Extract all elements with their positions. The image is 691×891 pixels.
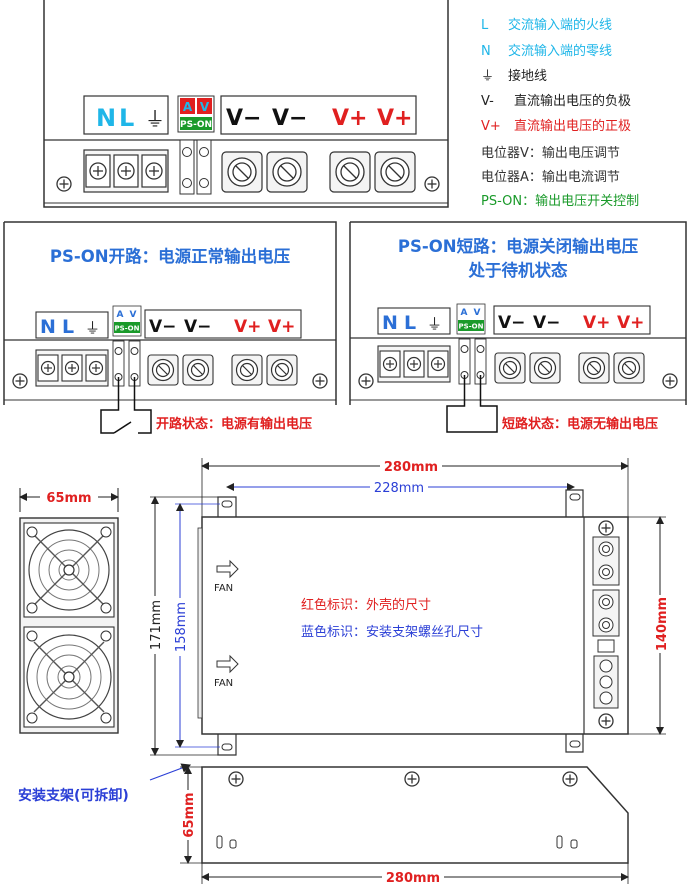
airflow-arrow-icon <box>216 559 239 579</box>
legend-sym-vplus: V+ <box>481 119 501 134</box>
short-label-v-plus: V+ <box>617 313 644 333</box>
mounting-bracket: 安装支架(可拆卸) 65mm 280mm <box>18 763 629 886</box>
dim-length-280: 280mm <box>384 460 438 475</box>
label-v-minus: V− <box>226 106 261 131</box>
legend-text-ground: 接地线 <box>508 68 547 84</box>
legend-sym-l: L <box>481 18 489 33</box>
label-v-minus: V− <box>272 106 307 131</box>
fan-label: FAN <box>214 583 233 594</box>
legend-text-l: 交流输入端的火线 <box>508 17 612 33</box>
short-panel-title-line1: PS-ON短路：电源关闭输出电压 <box>398 236 639 256</box>
legend-text-ps-on: PS-ON：输出电压开关控制 <box>481 193 639 209</box>
bracket-plate <box>201 766 629 864</box>
open-label-n: N <box>40 316 56 338</box>
open-panel: PS-ON开路：电源正常输出电压 N L ⏚ A V PS-ON V− V− V… <box>3 221 337 434</box>
open-panel-title: PS-ON开路：电源正常输出电压 <box>50 246 291 266</box>
short-label-v-minus: V− <box>533 313 560 333</box>
short-label-pot-v: V <box>474 308 481 318</box>
ground-icon: ⏚ <box>145 107 165 131</box>
red-note: 红色标识：外壳的尺寸 <box>301 597 431 613</box>
fan-side-view: 65mm <box>19 488 119 734</box>
legend-text-pot-a: 电位器A：输出电流调节 <box>481 169 620 185</box>
dim-width-65: 65mm <box>46 491 91 506</box>
dim-bracket-height-65: 65mm <box>182 792 197 837</box>
label-pot-v: V <box>200 100 210 114</box>
short-label-v-minus: V− <box>498 313 525 333</box>
legend-sym-n: N <box>481 44 491 59</box>
short-panel: PS-ON短路：电源关闭输出电压 处于待机状态 N L ⏚ A V PS-ON … <box>349 221 687 433</box>
label-pot-a: A <box>183 100 193 114</box>
dim-mount-228: 228mm <box>374 481 424 496</box>
short-label-l: L <box>404 312 416 334</box>
legend-text-vplus: 直流输出电压的正极 <box>514 118 631 134</box>
bracket-note: 安装支架(可拆卸) <box>18 787 129 804</box>
label-v-plus: V+ <box>377 106 412 131</box>
top-view: 280mm 228mm FAN FAN 红色标识：外壳的尺寸 蓝色标识：安装支架… <box>147 457 670 756</box>
open-ground-icon: ⏚ <box>85 319 100 337</box>
short-label-pot-a: A <box>461 308 468 318</box>
label-n: N <box>96 104 116 132</box>
open-label-v-minus: V− <box>149 317 176 337</box>
fan-hub-icon <box>63 564 75 576</box>
blue-note: 蓝色标识：安装支架螺丝孔尺寸 <box>301 624 483 640</box>
label-v-plus: V+ <box>332 106 367 131</box>
label-l: L <box>119 104 134 132</box>
open-status-text: 开路状态：电源有输出电压 <box>156 416 312 432</box>
psu-body <box>201 516 629 735</box>
short-ground-icon: ⏚ <box>427 315 442 333</box>
fan-label: FAN <box>214 678 233 689</box>
dim-bracket-length-280: 280mm <box>386 871 440 886</box>
open-label-v-minus: V− <box>184 317 211 337</box>
fan-hub-icon <box>63 671 75 683</box>
airflow-arrow-icon <box>216 654 239 674</box>
open-label-v-plus: V+ <box>268 317 295 337</box>
open-label-pot-v: V <box>130 310 137 320</box>
short-label-n: N <box>382 312 398 334</box>
open-label-l: L <box>62 316 74 338</box>
legend-text-n: 交流输入端的零线 <box>508 43 612 59</box>
ac-label-box <box>83 95 169 135</box>
short-panel-title-line2: 处于待机状态 <box>468 260 569 280</box>
legend: L 交流输入端的火线 N 交流输入端的零线 ⏚ 接地线 V- 直流输出电压的负极… <box>481 17 639 209</box>
dc-label-box <box>220 95 417 135</box>
open-label-v-plus: V+ <box>234 317 261 337</box>
dim-height-140: 140mm <box>655 597 670 651</box>
legend-ground-icon: ⏚ <box>481 69 494 84</box>
legend-text-vminus: 直流输出电压的负极 <box>514 93 631 109</box>
label-ps-on: PS-ON <box>180 120 212 130</box>
short-status-text: 短路状态：电源无输出电压 <box>502 416 658 432</box>
short-label-v-plus: V+ <box>583 313 610 333</box>
dim-height-158: 158mm <box>174 602 189 652</box>
dim-height-171: 171mm <box>149 600 164 650</box>
open-label-pot-a: A <box>117 310 124 320</box>
legend-text-pot-v: 电位器V：输出电压调节 <box>481 145 620 161</box>
top-panel: N L ⏚ A V PS-ON V− V− V+ V+ <box>43 0 449 208</box>
open-label-ps-on: PS-ON <box>115 325 140 333</box>
legend-sym-vminus: V- <box>481 94 494 109</box>
short-label-ps-on: PS-ON <box>459 323 484 331</box>
